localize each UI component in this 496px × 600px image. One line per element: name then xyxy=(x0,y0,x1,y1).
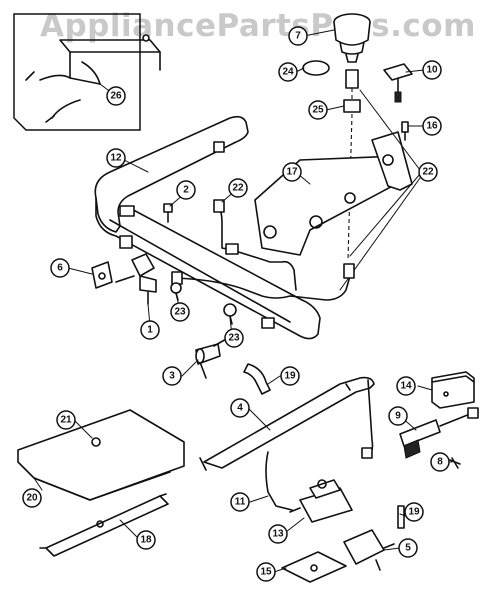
callout-24: 24 xyxy=(278,62,298,82)
part-16-screw xyxy=(401,121,409,141)
part-24-o-ring xyxy=(302,60,330,76)
callout-5: 5 xyxy=(398,538,418,558)
part-23-fitting-b xyxy=(223,303,237,325)
svg-text:23: 23 xyxy=(174,307,186,318)
svg-text:13: 13 xyxy=(272,529,284,540)
part-13-regulator xyxy=(289,479,353,523)
svg-text:10: 10 xyxy=(426,65,438,76)
part-7-dome xyxy=(333,13,371,63)
part-11-tube xyxy=(265,451,293,511)
callout-23-b: 23 xyxy=(224,328,244,348)
callout-9: 9 xyxy=(388,406,408,426)
svg-text:26: 26 xyxy=(110,91,122,102)
callout-13: 13 xyxy=(268,524,288,544)
callout-16: 16 xyxy=(422,116,442,136)
callout-19-b: 19 xyxy=(404,502,424,522)
part-12-burner-tube xyxy=(94,115,321,340)
svg-text:19: 19 xyxy=(284,371,296,382)
svg-text:3: 3 xyxy=(169,371,175,382)
part-23-fitting-a xyxy=(170,282,182,301)
svg-text:12: 12 xyxy=(110,153,122,164)
callout-7: 7 xyxy=(288,26,308,46)
callout-22-right: 22 xyxy=(418,162,438,182)
svg-text:4: 4 xyxy=(237,403,243,414)
svg-text:22: 22 xyxy=(232,183,244,194)
callout-25: 25 xyxy=(308,100,328,120)
callout-10: 10 xyxy=(422,60,442,80)
svg-text:8: 8 xyxy=(437,457,443,468)
svg-text:15: 15 xyxy=(260,567,272,578)
part-3-elbow xyxy=(195,337,229,379)
svg-text:23: 23 xyxy=(228,333,240,344)
inset-panel xyxy=(13,13,161,131)
callout-14: 14 xyxy=(396,376,416,396)
part-1-valve xyxy=(115,253,157,305)
gas-line-upper xyxy=(213,199,297,291)
svg-text:20: 20 xyxy=(26,493,38,504)
callout-12: 12 xyxy=(106,148,126,168)
part-9-igniter xyxy=(399,407,479,459)
callout-4: 4 xyxy=(230,398,250,418)
svg-text:21: 21 xyxy=(60,415,72,426)
svg-text:6: 6 xyxy=(57,263,63,274)
callout-17: 17 xyxy=(282,162,302,182)
svg-text:9: 9 xyxy=(395,411,401,422)
svg-text:18: 18 xyxy=(140,535,152,546)
callout-11: 11 xyxy=(230,492,250,512)
part-20-heat-shield xyxy=(17,409,185,501)
svg-text:5: 5 xyxy=(405,543,411,554)
callout-3: 3 xyxy=(162,366,182,386)
svg-text:14: 14 xyxy=(400,381,412,392)
gas-line-lower xyxy=(171,263,355,301)
part-2-screw xyxy=(163,203,173,223)
svg-text:7: 7 xyxy=(295,31,301,42)
svg-text:25: 25 xyxy=(312,105,324,116)
callout-15: 15 xyxy=(256,562,276,582)
part-18-bracket xyxy=(39,493,169,557)
svg-text:19: 19 xyxy=(408,507,420,518)
callout-20: 20 xyxy=(22,488,42,508)
part-19-connector-b xyxy=(397,505,405,529)
callout-18: 18 xyxy=(136,530,156,550)
svg-text:24: 24 xyxy=(282,67,294,78)
callout-2: 2 xyxy=(176,180,196,200)
callout-26: 26 xyxy=(106,86,126,106)
part-17-bracket-plate xyxy=(254,131,413,256)
part-8-screw xyxy=(449,457,461,469)
part-10-bracket xyxy=(383,63,413,103)
callout-8: 8 xyxy=(430,452,450,472)
callout-19-a: 19 xyxy=(280,366,300,386)
svg-text:16: 16 xyxy=(426,121,438,132)
svg-text:11: 11 xyxy=(235,497,246,508)
callout-22-left: 22 xyxy=(228,178,248,198)
callout-6: 6 xyxy=(50,258,70,278)
svg-text:2: 2 xyxy=(183,185,189,196)
callout-21: 21 xyxy=(56,410,76,430)
part-15-plate xyxy=(281,551,347,583)
svg-text:22: 22 xyxy=(422,167,434,178)
part-14-block xyxy=(431,371,475,409)
part-4-tube xyxy=(199,376,375,471)
part-6-clip xyxy=(91,261,113,289)
callout-1: 1 xyxy=(140,320,160,340)
svg-text:17: 17 xyxy=(286,167,298,178)
svg-text:1: 1 xyxy=(147,325,153,336)
callout-23-a: 23 xyxy=(170,302,190,322)
part-19-connector-a xyxy=(243,363,271,395)
